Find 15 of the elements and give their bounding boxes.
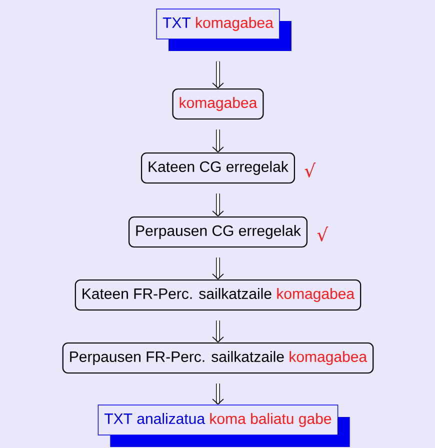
arrow xyxy=(212,130,224,152)
arrow xyxy=(212,320,224,342)
check-mark: √ xyxy=(317,226,328,242)
title-box: TXT komagabea xyxy=(156,8,292,51)
process-box: komagabea xyxy=(172,88,264,120)
process-box: Kateen CG erregelak xyxy=(141,152,295,184)
arrow xyxy=(212,194,224,216)
arrow xyxy=(212,61,224,88)
process-box: Kateen FR-Perc. sailkatzaile komagabea xyxy=(74,279,362,311)
process-box: Perpausen FR-Perc. sailkatzaile komagabea xyxy=(62,342,374,374)
process-box: Perpausen CG erregelak xyxy=(128,216,308,248)
title-box: TXT analizatua koma baliatu gabe xyxy=(98,404,350,447)
arrow xyxy=(212,258,224,280)
arrow xyxy=(212,384,224,405)
check-mark: √ xyxy=(304,162,316,178)
